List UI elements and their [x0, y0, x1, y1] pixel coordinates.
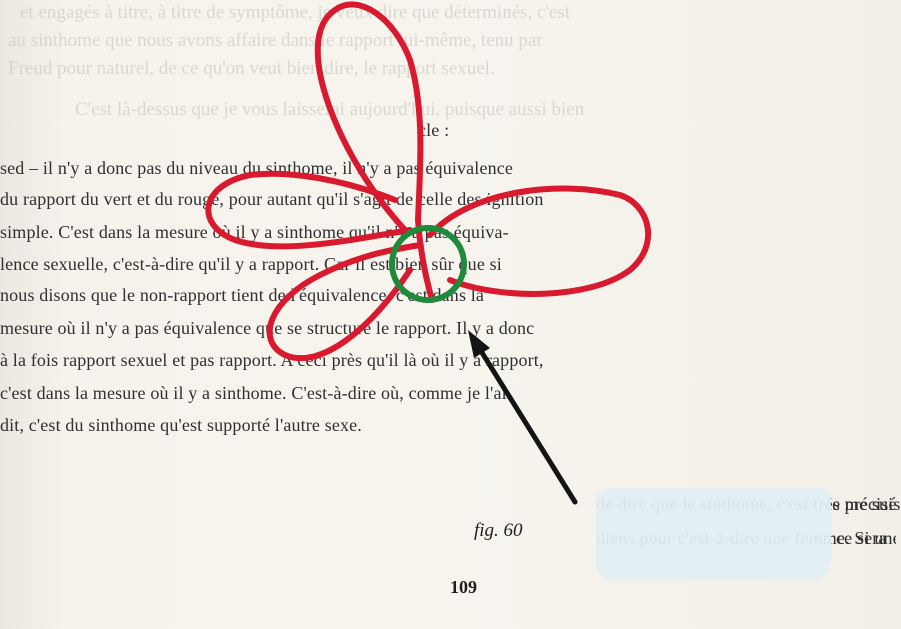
arrow-shaft — [476, 343, 575, 502]
knot-lobe-left — [208, 174, 410, 247]
knot-lobe-top — [318, 4, 421, 230]
page-number: 109 — [450, 577, 477, 598]
figure-caption: fig. 60 — [474, 520, 523, 542]
arrow-head — [468, 330, 490, 358]
red-knot — [208, 4, 648, 358]
knot-lobe-bottom-left — [270, 245, 420, 358]
